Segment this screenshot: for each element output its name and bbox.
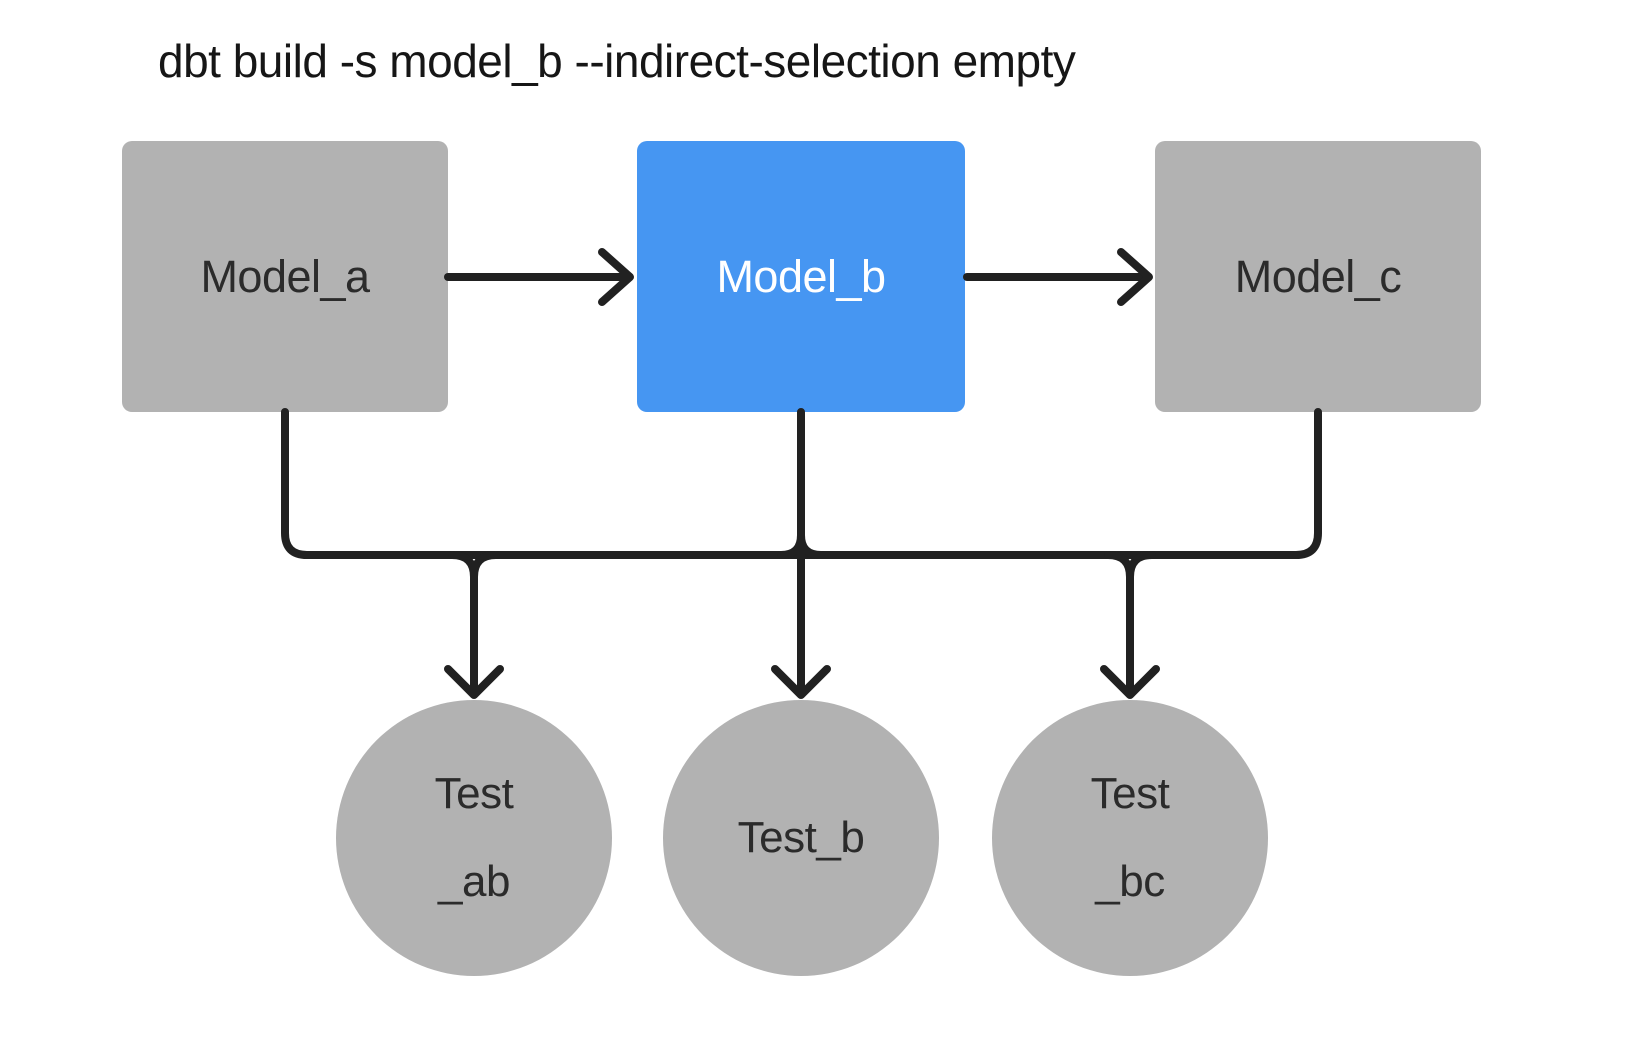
arrowhead-test-b-icon (771, 665, 831, 699)
edge-model-a-to-model-b-arrowhead-icon (598, 248, 634, 306)
node-model-b-label: Model_b (716, 250, 886, 302)
arrowhead-test-bc-icon (1100, 665, 1160, 699)
edge-drop-to-test-ab (448, 551, 500, 692)
node-test-b: Test_b (663, 700, 939, 976)
edge-drop-to-test-b (777, 408, 825, 692)
node-model-b: Model_b (637, 141, 965, 412)
node-model-a: Model_a (122, 141, 448, 412)
edge-rail-model-a-to-model-c (281, 408, 1322, 559)
node-test-ab-label-line1: Test (434, 769, 514, 818)
node-test-ab: Test _ab (336, 700, 612, 976)
node-model-a-label: Model_a (200, 250, 370, 302)
edge-drop-to-test-bc (1104, 551, 1156, 692)
edge-model-b-to-model-c-arrowhead-icon (1117, 248, 1153, 306)
page-title: dbt build -s model_b --indirect-selectio… (158, 35, 1076, 87)
node-test-b-label-line1: Test_b (737, 813, 865, 862)
node-test-ab-label-line2: _ab (438, 857, 510, 906)
node-test-bc: Test _bc (992, 700, 1268, 976)
arrowhead-test-ab-icon (444, 665, 504, 699)
node-model-c: Model_c (1155, 141, 1481, 412)
node-model-c-label: Model_c (1234, 250, 1402, 302)
node-test-bc-label-line2: _bc (1095, 857, 1165, 906)
node-test-bc-label-line1: Test (1090, 769, 1170, 818)
